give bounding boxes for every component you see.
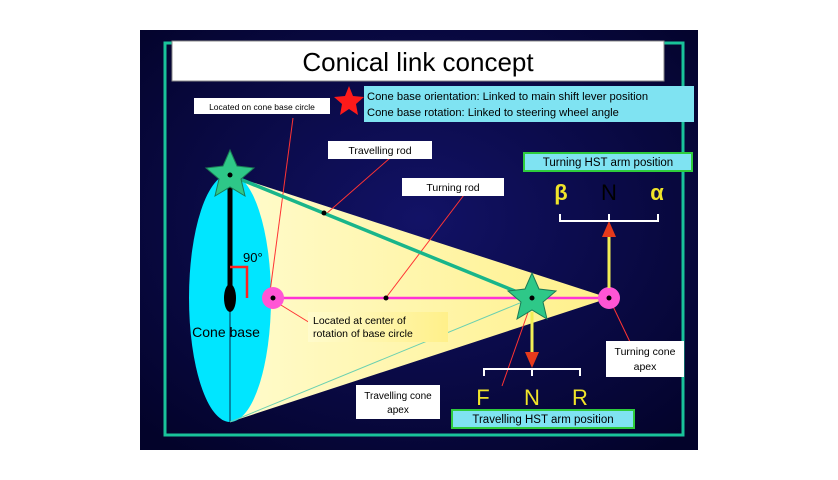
turning-arrow-head-icon	[602, 221, 616, 237]
base-hub	[224, 284, 236, 312]
cone-base-label: Cone base	[192, 324, 260, 340]
travelling-rod-midpoint	[321, 210, 327, 216]
conical-link-diagram: Conical link concept Cone base orientati…	[140, 30, 698, 450]
travelling-pos-f: F	[476, 385, 489, 410]
center-rotation-label-1: Located at center of	[313, 315, 406, 327]
angle-label: 90°	[243, 250, 263, 265]
center-rotation-box	[308, 312, 448, 342]
cone-base-circle-box	[194, 98, 330, 114]
travelling-pos-n: N	[524, 385, 540, 410]
travelling-cone-apex-label-1: Travelling cone	[364, 391, 432, 402]
guide-line-travelling-apex	[501, 300, 533, 387]
travelling-rod-label: Travelling rod	[348, 145, 411, 157]
travelling-rod	[229, 173, 533, 300]
base-star-dot	[227, 172, 233, 178]
guide-line-travelling-rod	[325, 157, 391, 215]
travelling-hst-title: Travelling HST arm position	[472, 414, 613, 426]
legend-line-2: Cone base rotation: Linked to steering w…	[367, 107, 619, 119]
turning-hst-title: Turning HST arm position	[543, 157, 673, 169]
legend-box	[364, 86, 694, 122]
guide-line-turning-rod	[384, 186, 471, 300]
travelling-apex-star-dot	[529, 295, 535, 301]
turning-pos-beta: β	[554, 180, 567, 205]
travelling-cone-apex-box	[356, 385, 440, 419]
turning-pos-n: N	[601, 180, 617, 205]
turning-cone-apex-label-2: apex	[634, 361, 658, 373]
turning-cone-apex-label-1: Turning cone	[615, 346, 676, 358]
cone-edge-lower	[229, 297, 533, 423]
slide: Conical link concept Cone base orientati…	[140, 30, 698, 450]
red-star-icon	[334, 86, 364, 115]
turning-rod-box	[402, 178, 504, 196]
title-box	[171, 40, 665, 82]
guide-line-base-circle	[269, 117, 294, 293]
base-center-pivot-dot	[270, 295, 276, 301]
title-text: Conical link concept	[302, 47, 534, 77]
cone-base-circle-label: Located on cone base circle	[209, 102, 315, 112]
travelling-pos-r: R	[572, 385, 588, 410]
travelling-hst-box	[451, 409, 635, 429]
legend-line-1: Cone base orientation: Linked to main sh…	[367, 91, 648, 103]
travelling-arrow-head-icon	[525, 352, 539, 368]
travelling-rod-box	[328, 141, 432, 159]
turning-pos-alpha: α	[650, 180, 664, 205]
turning-cone-apex-box	[606, 341, 684, 377]
travelling-cone-apex-label-2: apex	[387, 405, 409, 416]
turning-rod-label: Turning rod	[426, 182, 479, 194]
turning-apex-pivot-dot	[606, 295, 612, 301]
axis-midpoint	[383, 295, 389, 301]
center-rotation-label-2: rotation of base circle	[313, 328, 413, 340]
right-angle-marker	[230, 265, 249, 298]
turning-hst-box	[523, 152, 693, 172]
